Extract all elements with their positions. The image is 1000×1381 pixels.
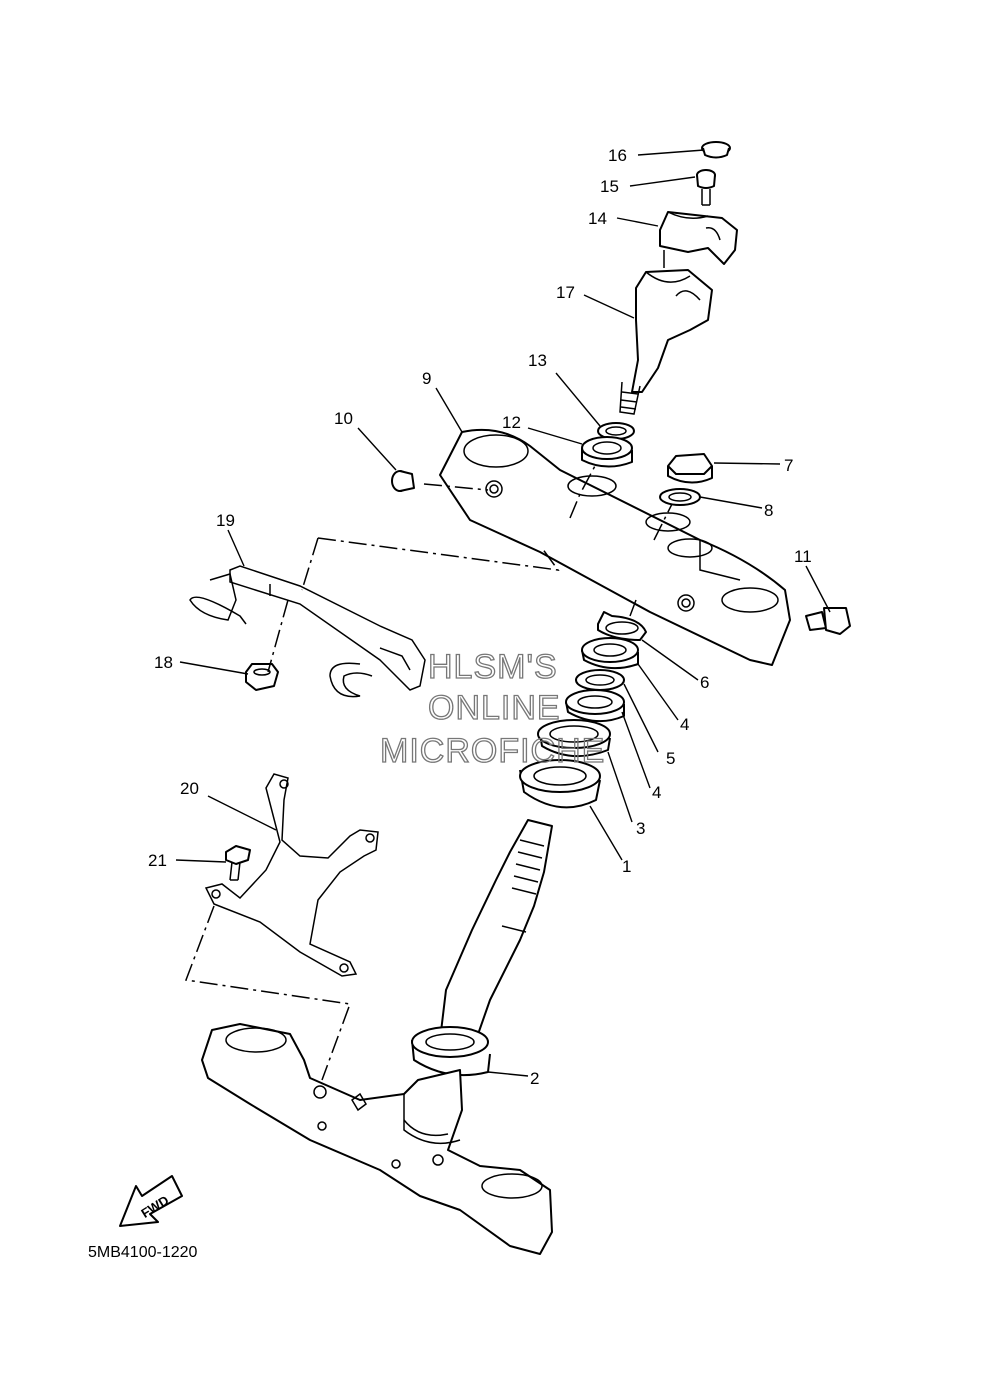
callout-15: 15 [600, 177, 619, 196]
part-18-nut [245, 663, 279, 691]
part-11-bolt [805, 607, 851, 635]
callout-2: 2 [530, 1069, 539, 1088]
callout-5: 5 [666, 749, 675, 768]
part-4-ring-nut-lower [565, 689, 625, 723]
part-3-bearing-cover [537, 719, 611, 758]
callout-10: 10 [334, 409, 353, 428]
leader-lines [175, 149, 831, 1077]
part-20-bracket [204, 773, 379, 977]
callout-13: 13 [528, 351, 547, 370]
part-7-nut [667, 453, 713, 484]
callout-12: 12 [502, 413, 521, 432]
callout-19: 19 [216, 511, 235, 530]
callout-11: 11 [794, 547, 812, 566]
part-9-upper-bracket [439, 428, 791, 666]
fwd-arrow-icon: FWD [119, 1175, 183, 1227]
part-15-bolt [696, 169, 716, 206]
callout-14: 14 [588, 209, 607, 228]
part-6-lock-washer [597, 611, 647, 641]
callout-4-upper: 4 [680, 715, 689, 734]
watermark-line-3: MICROFICHE [380, 732, 605, 770]
callout-21: 21 [148, 851, 167, 870]
part-steering-stem [439, 819, 553, 1041]
callout-4-lower: 4 [652, 783, 661, 802]
part-12-collar [581, 436, 633, 468]
callout-8: 8 [764, 501, 773, 520]
callout-3: 3 [636, 819, 645, 838]
callout-17: 17 [556, 283, 575, 302]
part-14-handlebar-holder-upper [659, 211, 738, 265]
part-1-bearing [519, 759, 601, 809]
part-19-cable-guide [189, 565, 426, 698]
diagram-code: 5MB4100-1220 [88, 1244, 198, 1261]
callout-18: 18 [154, 653, 173, 672]
part-16-cap [701, 141, 731, 159]
part-21-bolt [225, 845, 251, 881]
part-2-bearing-lower [411, 1026, 491, 1077]
part-10-cap [391, 470, 415, 492]
part-lower-bracket [201, 1023, 553, 1255]
callout-1: 1 [622, 857, 631, 876]
watermark-line-2: ONLINE [428, 689, 561, 727]
callouts: 16 15 14 17 13 12 9 10 7 8 11 19 18 6 4 … [148, 146, 812, 1088]
assembly-lines [184, 463, 673, 1081]
part-4-ring-nut-upper [581, 637, 639, 670]
callout-6: 6 [700, 673, 709, 692]
callout-7: 7 [784, 456, 793, 475]
callout-9: 9 [422, 369, 431, 388]
part-5-rubber-washer [575, 669, 625, 691]
callout-20: 20 [180, 779, 199, 798]
callout-16: 16 [608, 146, 627, 165]
watermark: HLSM'S ONLINE MICROFICHE [379, 647, 605, 770]
part-17-handlebar-holder-lower [619, 250, 713, 415]
watermark-line-1: HLSM'S [428, 648, 558, 686]
part-8-washer [659, 488, 701, 506]
